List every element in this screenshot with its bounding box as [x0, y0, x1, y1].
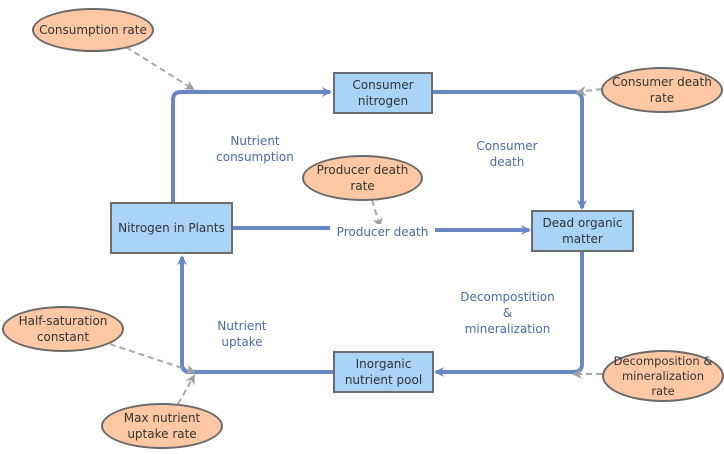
flow-label-decomposition: Decompostition & mineralization	[460, 290, 555, 336]
stock-consumer-nitrogen[interactable]: Consumer nitrogen	[333, 72, 433, 114]
param-consumer-death-rate[interactable]: Consumer death rate	[601, 67, 723, 113]
link-half-saturation	[109, 343, 196, 375]
flow-label-consumer-death: Consumer death	[476, 139, 538, 169]
flow-label-nutrient-uptake: Nutrient uptake	[217, 319, 267, 349]
stock-nitrogen-in-plants[interactable]: Nitrogen in Plants	[110, 202, 233, 254]
link-consumption-rate	[125, 46, 195, 91]
link-consumer-death-rate	[576, 86, 603, 96]
param-max-nutrient-uptake-rate[interactable]: Max nutrient uptake rate	[101, 403, 223, 449]
flow-label-producer-death: Producer death	[331, 224, 434, 240]
flow-nutrient-consumption[interactable]	[171, 87, 332, 202]
link-max-uptake	[177, 374, 195, 405]
param-decomposition-rate[interactable]: Decomposition & mineralization rate	[602, 350, 724, 402]
flow-nutrient-uptake[interactable]	[177, 255, 333, 374]
stock-dead-organic-matter[interactable]: Dead organic matter	[531, 210, 634, 252]
param-consumption-rate[interactable]: Consumption rate	[32, 8, 154, 52]
param-producer-death-rate[interactable]: Producer death rate	[302, 155, 423, 201]
link-producer-death-rate	[371, 199, 383, 228]
param-half-saturation-constant[interactable]: Half-saturation constant	[2, 306, 124, 352]
stock-inorganic-nutrient-pool[interactable]: Inorganic nutrient pool	[333, 351, 434, 393]
flow-producer-death[interactable]	[232, 228, 529, 230]
flow-label-nutrient-consumption: Nutrient consumption	[216, 134, 294, 164]
